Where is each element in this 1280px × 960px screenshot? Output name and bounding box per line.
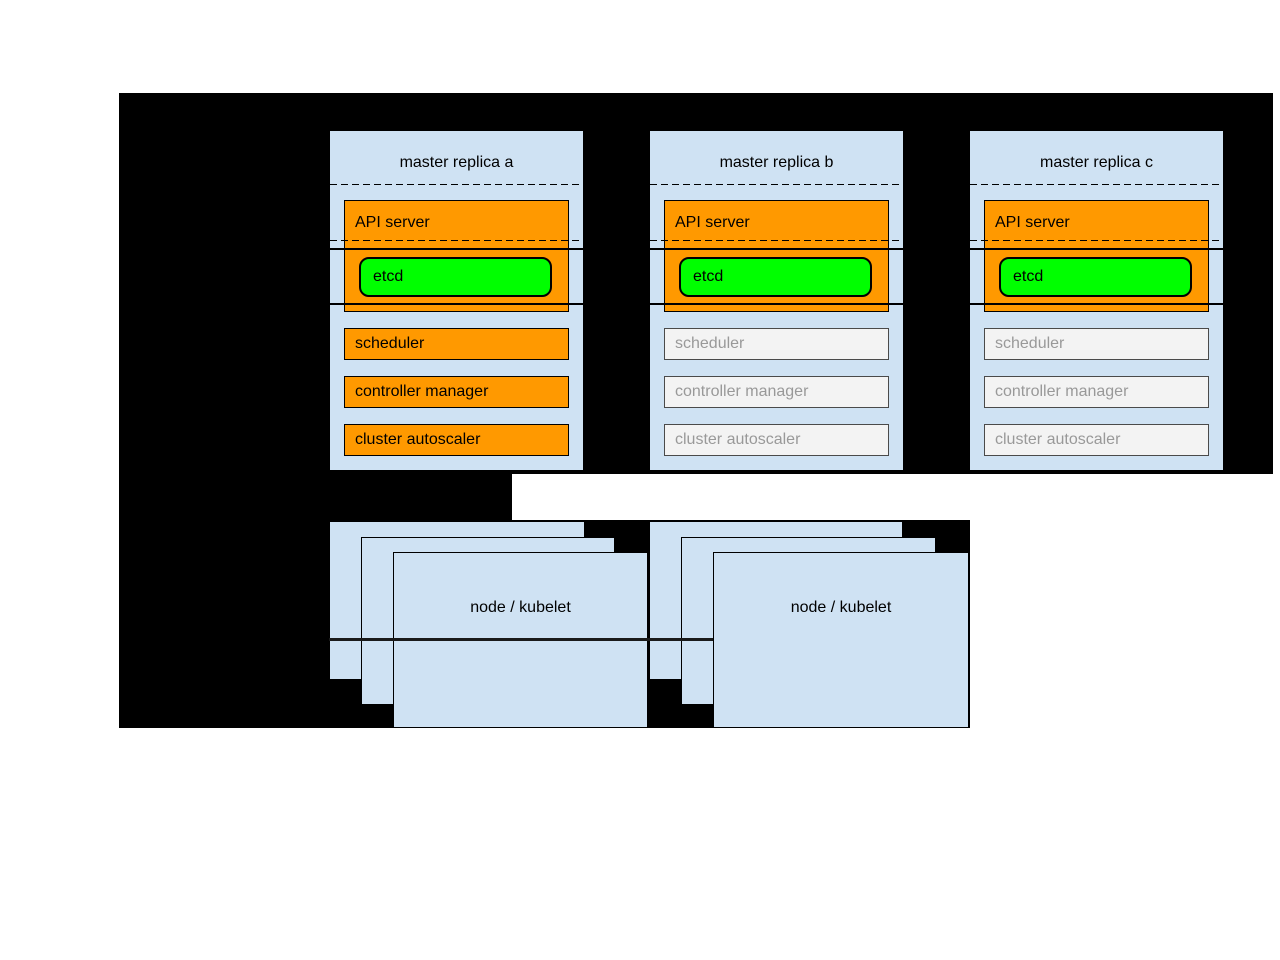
node-stack-divider-line [329,638,713,641]
etcd-box: etcd [999,257,1192,297]
dashed-separator [650,184,903,185]
dashed-separator [970,184,1223,185]
controller-manager-label: controller manager [995,383,1129,400]
white-gap-band [512,474,970,520]
scheduler-box: scheduler [664,328,889,360]
cluster-autoscaler-box: cluster autoscaler [984,424,1209,456]
controller-manager-label: controller manager [355,383,489,400]
master-title: master replica a [399,154,514,171]
solid-separator [330,248,583,250]
cluster-autoscaler-label: cluster autoscaler [675,431,801,448]
etcd-box: etcd [359,257,552,297]
api-server-label: API server [355,214,430,231]
dashed-separator [330,240,583,241]
node-kubelet-label: node / kubelet [790,599,892,616]
master-replica-b-box: master replica b API server etcd schedul… [649,130,904,471]
etcd-label: etcd [693,268,724,285]
solid-separator [330,303,583,305]
controller-manager-box: controller manager [984,376,1209,408]
solid-separator [650,248,903,250]
master-replica-c-box: master replica c API server etcd schedul… [969,130,1224,471]
scheduler-box: scheduler [984,328,1209,360]
api-server-label: API server [675,214,750,231]
etcd-label: etcd [373,268,404,285]
controller-manager-label: controller manager [675,383,809,400]
scheduler-label: scheduler [995,335,1065,352]
master-title: master replica b [719,154,834,171]
dashed-separator [970,240,1223,241]
etcd-label: etcd [1013,268,1044,285]
etcd-box: etcd [679,257,872,297]
master-replica-a-box: master replica a API server etcd schedul… [329,130,584,471]
scheduler-label: scheduler [675,335,745,352]
node-stack-2-front-box: node / kubelet [713,552,969,728]
solid-separator [970,248,1223,250]
cluster-autoscaler-label: cluster autoscaler [995,431,1121,448]
controller-manager-box: controller manager [664,376,889,408]
dashed-separator [650,240,903,241]
solid-separator [970,303,1223,305]
scheduler-label: scheduler [355,335,425,352]
api-server-label: API server [995,214,1070,231]
node-kubelet-label: node / kubelet [470,599,571,616]
master-title: master replica c [1040,154,1153,171]
scheduler-box: scheduler [344,328,569,360]
cluster-autoscaler-label: cluster autoscaler [355,431,481,448]
cluster-autoscaler-box: cluster autoscaler [664,424,889,456]
cluster-autoscaler-box: cluster autoscaler [344,424,569,456]
controller-manager-box: controller manager [344,376,569,408]
dashed-separator [330,184,583,185]
solid-separator [650,303,903,305]
